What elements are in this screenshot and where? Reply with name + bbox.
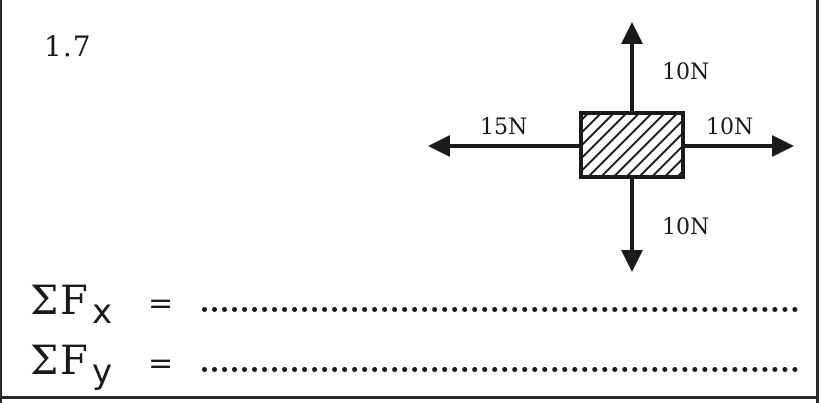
equals-sign: = (148, 346, 174, 381)
subscript-y: y (92, 352, 113, 392)
subscript-x: x (92, 292, 113, 332)
sigma-symbol: Σ (30, 338, 59, 384)
answer-blank-fy[interactable] (202, 367, 798, 372)
force-arrow-up (621, 22, 643, 112)
problem-number: 1.7 (44, 30, 92, 63)
force-arrow-down (621, 178, 643, 272)
equals-sign: = (148, 286, 174, 321)
force-symbol: F (60, 338, 88, 384)
force-label-up: 10N (662, 60, 709, 85)
force-label-right: 10N (706, 115, 753, 140)
force-label-down: 10N (662, 215, 709, 240)
force-arrow-left (428, 135, 580, 157)
force-label-left: 15N (480, 115, 527, 140)
answer-blank-fx[interactable] (202, 307, 798, 312)
frame-right-border (816, 0, 819, 403)
force-symbol: F (60, 278, 88, 324)
frame-bottom-border (0, 396, 819, 399)
sigma-symbol: Σ (30, 278, 59, 324)
force-arrow-right (684, 135, 794, 157)
frame-left-border (0, 0, 2, 403)
hatched-block (579, 111, 685, 179)
